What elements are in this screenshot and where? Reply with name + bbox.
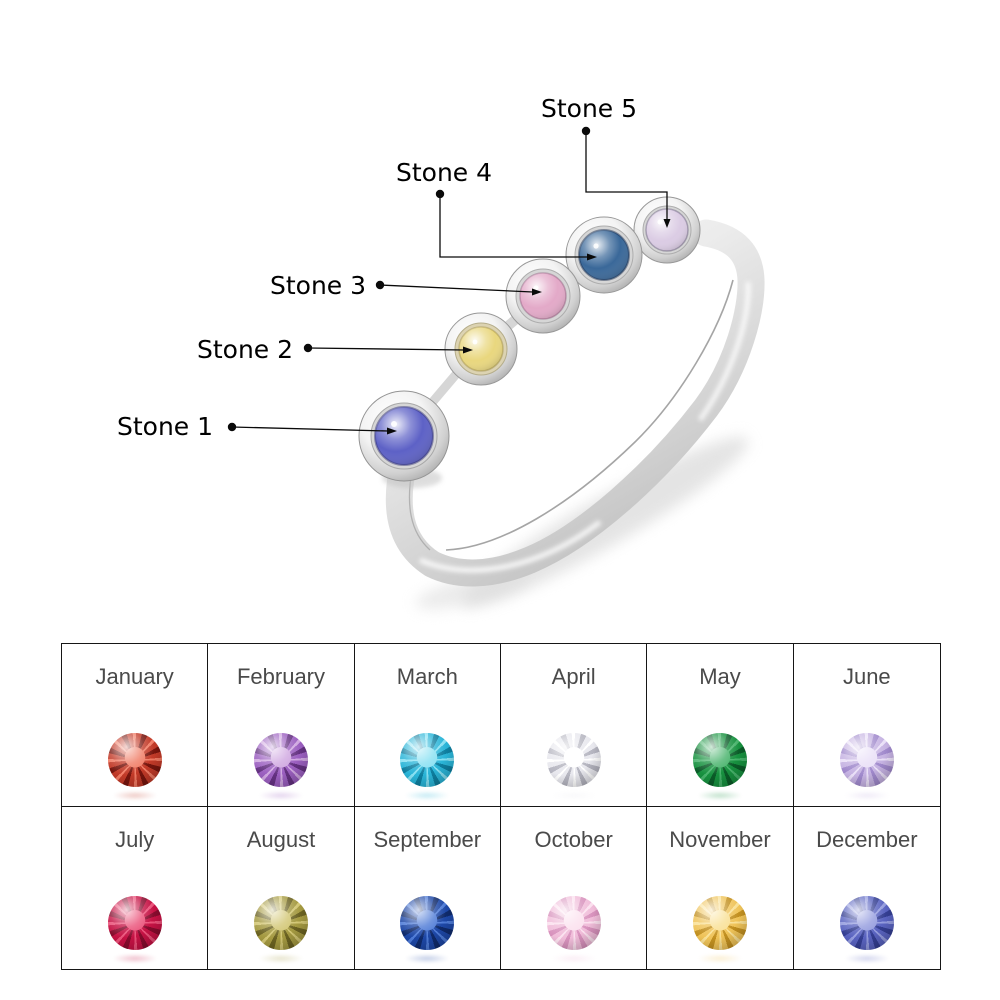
month-label: December bbox=[816, 826, 918, 852]
stone-3-label: Stone 3 bbox=[269, 271, 367, 300]
gem-reflection bbox=[697, 791, 742, 800]
leader-arrow-4 bbox=[587, 253, 597, 261]
month-label: July bbox=[115, 826, 155, 852]
birthstone-chart: January February March April May June bbox=[61, 643, 941, 970]
birthstone-gem bbox=[107, 895, 162, 950]
birthstone-cell-july: July bbox=[62, 806, 209, 969]
gem-reflection bbox=[112, 791, 157, 800]
band-highlight bbox=[418, 520, 602, 573]
birthstone-cell-may: May bbox=[647, 644, 794, 807]
birthstone-gem bbox=[692, 895, 747, 950]
birthstone-cell-february: February bbox=[208, 644, 355, 807]
gem-reflection bbox=[551, 953, 596, 963]
leader-lines bbox=[227, 126, 671, 435]
birthstone-cell-june: June bbox=[793, 644, 940, 807]
stone-2-label: Stone 2 bbox=[196, 335, 294, 364]
band-inner-edge bbox=[445, 279, 734, 551]
birthstone-cell-august: August bbox=[208, 806, 355, 969]
stone-3 bbox=[505, 258, 581, 334]
birthstone-gem bbox=[839, 895, 894, 950]
stone-4 bbox=[565, 216, 643, 294]
birthstone-gem bbox=[253, 733, 308, 787]
stone-4-label: Stone 4 bbox=[395, 158, 493, 187]
month-label: May bbox=[699, 664, 741, 689]
gem-reflection bbox=[551, 791, 596, 800]
month-label: March bbox=[396, 664, 458, 689]
month-label: October bbox=[534, 826, 613, 852]
month-label: January bbox=[95, 664, 174, 689]
birthstone-cell-april: April bbox=[500, 644, 648, 807]
birthstone-gem bbox=[107, 733, 162, 787]
month-label: September bbox=[373, 826, 482, 852]
birthstone-cell-october: October bbox=[501, 806, 648, 969]
leader-arrow-5 bbox=[663, 219, 671, 228]
birthstone-cell-december: December bbox=[794, 807, 940, 970]
stone-1-label: Stone 1 bbox=[116, 412, 214, 441]
month-label: August bbox=[246, 826, 316, 852]
birthstone-cell-january: January bbox=[62, 644, 209, 807]
gem-reflection bbox=[405, 953, 450, 963]
ring-band bbox=[385, 219, 765, 587]
gem-reflection bbox=[258, 953, 303, 963]
gem-reflection bbox=[844, 791, 889, 800]
month-label: November bbox=[669, 826, 771, 852]
birthstone-gem bbox=[400, 895, 455, 950]
birthstone-cell-march: March bbox=[354, 644, 501, 807]
stone-1 bbox=[358, 390, 450, 488]
birthstone-gem bbox=[546, 895, 601, 950]
leader-arrow-3 bbox=[532, 288, 542, 296]
month-label: June bbox=[842, 664, 891, 689]
month-label: February bbox=[236, 664, 326, 689]
leader-arrow-1 bbox=[387, 427, 397, 435]
gem-reflection bbox=[258, 791, 303, 800]
birthstone-cell-september: September bbox=[355, 806, 501, 969]
birthstone-gem bbox=[839, 733, 894, 787]
stone-2 bbox=[444, 312, 518, 386]
gem-reflection bbox=[697, 953, 742, 963]
birthstone-gem bbox=[400, 733, 455, 787]
stone-5-label: Stone 5 bbox=[540, 94, 638, 123]
birthstone-gem bbox=[546, 733, 601, 787]
gem-reflection bbox=[844, 953, 889, 963]
gem-reflection bbox=[405, 791, 450, 800]
month-label: April bbox=[551, 664, 596, 689]
birthstone-gem bbox=[253, 895, 308, 950]
birthstone-cell-november: November bbox=[647, 806, 794, 969]
leader-arrow-2 bbox=[463, 346, 473, 354]
gem-reflection bbox=[112, 953, 157, 963]
stone-5 bbox=[633, 196, 701, 264]
birthstone-gem bbox=[692, 733, 747, 787]
